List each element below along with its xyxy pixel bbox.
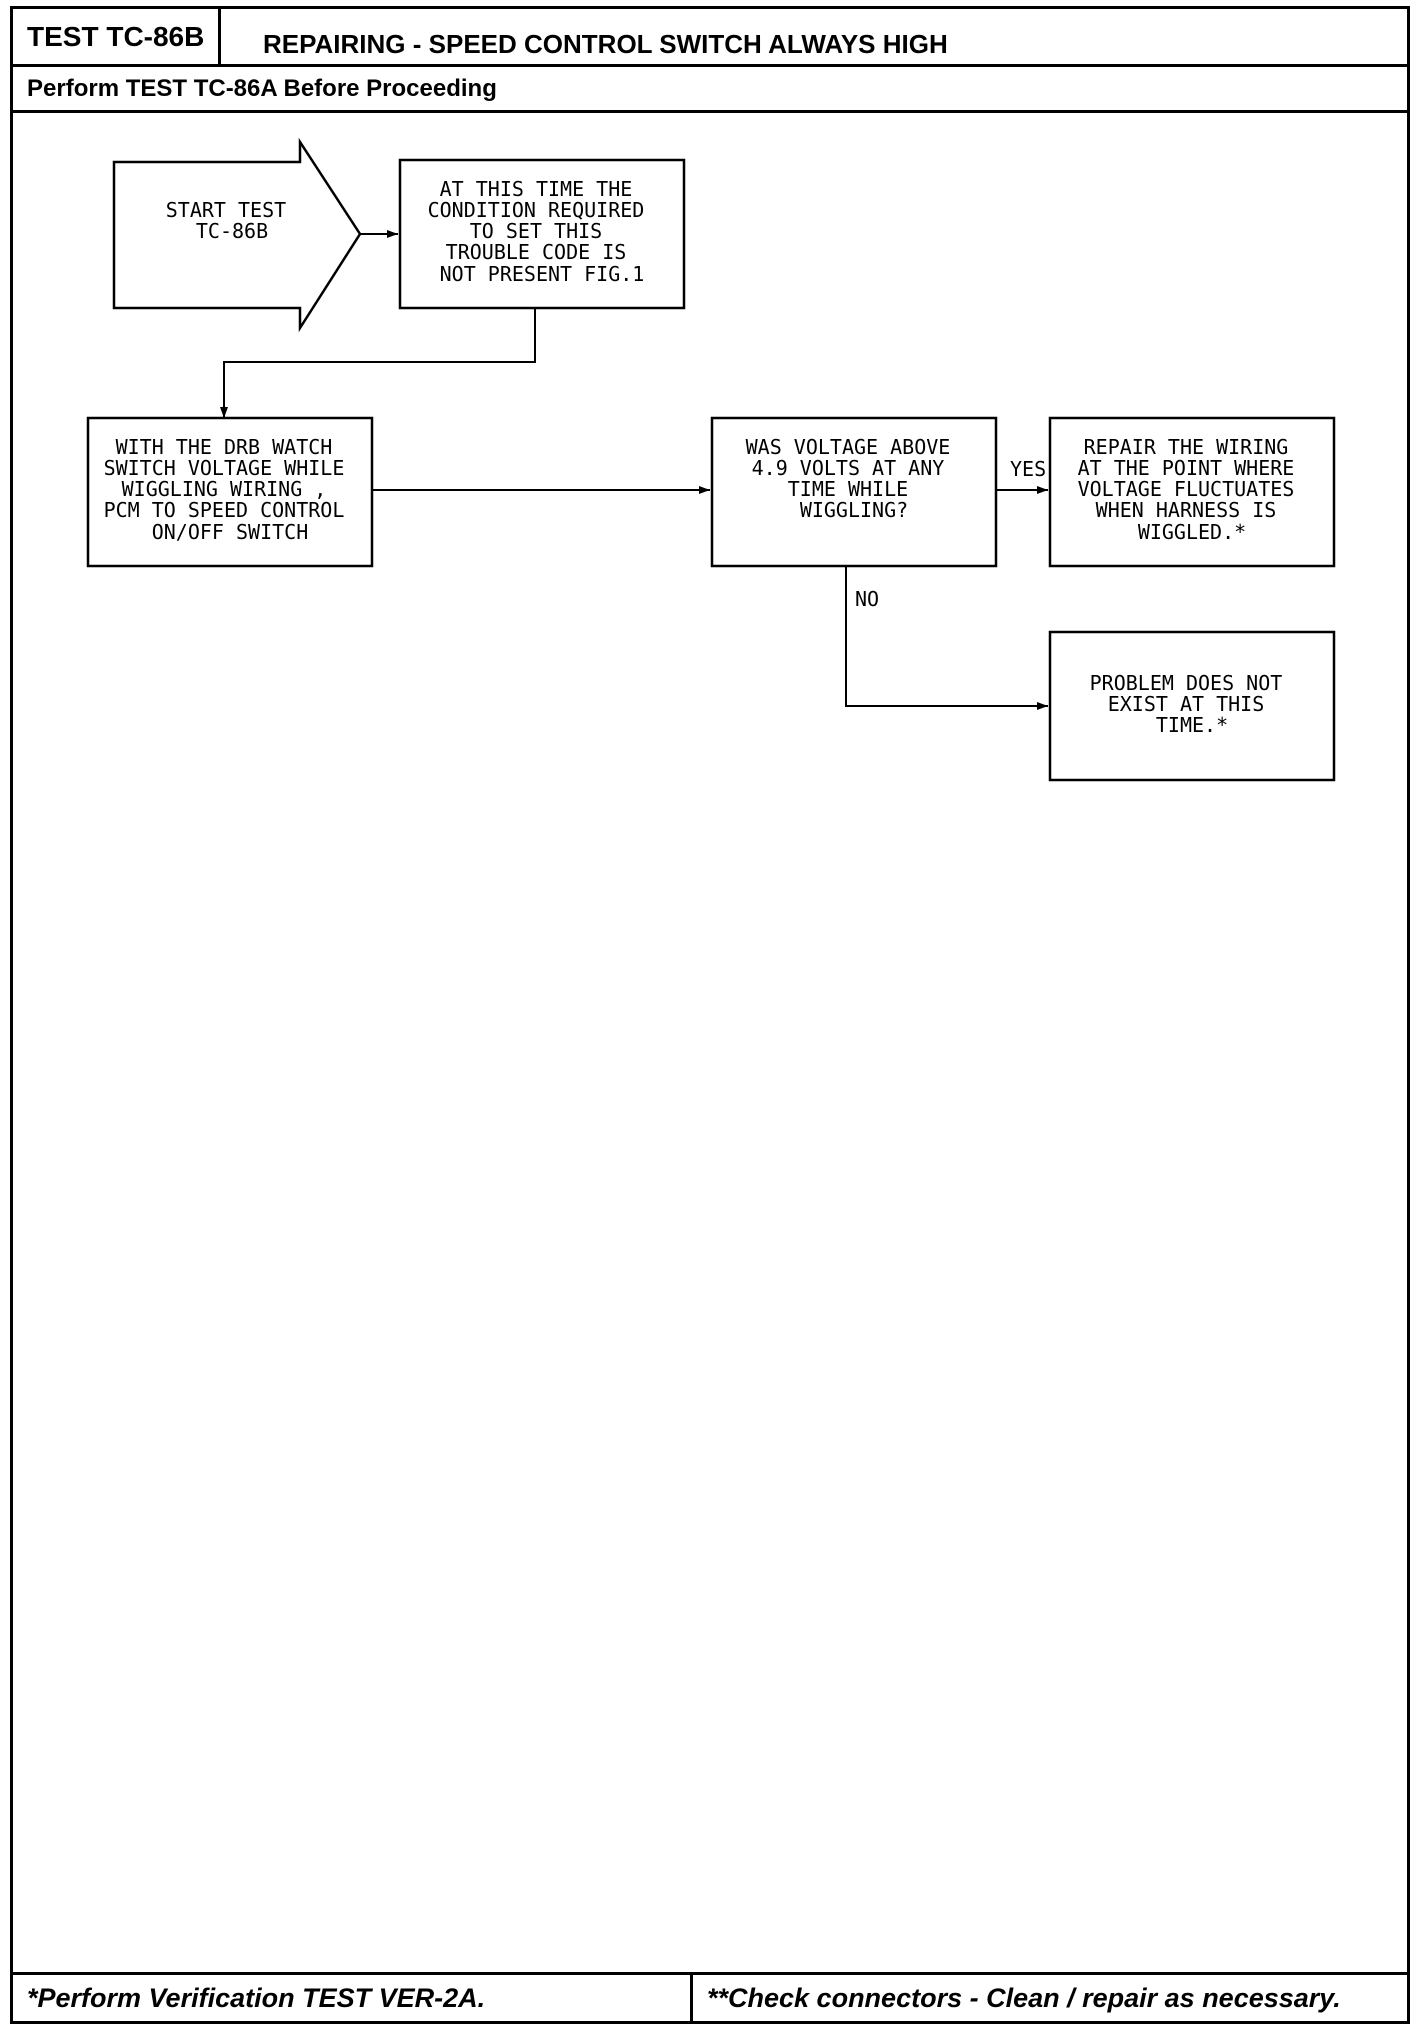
question-line: 4.9 VOLTS AT ANY — [752, 456, 945, 480]
condition-line: TO SET THIS — [470, 219, 602, 243]
watch-text: WITH THE DRB WATCH SWITCH VOLTAGE WHILE … — [104, 435, 357, 544]
condition-line: TROUBLE CODE IS — [446, 240, 627, 264]
page-subtitle: Perform TEST TC-86A Before Proceeding — [13, 67, 1407, 113]
no-problem-line: TIME.* — [1156, 713, 1228, 737]
footer: *Perform Verification TEST VER-2A. **Che… — [13, 1972, 1407, 2021]
repair-line: AT THE POINT WHERE — [1078, 456, 1295, 480]
yes-label: YES — [1010, 457, 1046, 481]
footer-verification-note: *Perform Verification TEST VER-2A. — [13, 1975, 693, 2021]
connector-no — [845, 566, 1048, 710]
start-line: START TEST — [166, 198, 286, 222]
watch-line: PCM TO SPEED CONTROL — [104, 498, 345, 522]
repair-line: VOLTAGE FLUCTUATES — [1078, 477, 1295, 501]
no-label: NO — [855, 587, 879, 611]
start-arrow-shape — [112, 137, 362, 333]
watch-line: WITH THE DRB WATCH — [116, 435, 333, 459]
page-title: REPAIRING - SPEED CONTROL SWITCH ALWAYS … — [263, 29, 948, 59]
condition-line: CONDITION REQUIRED — [428, 198, 645, 222]
condition-text: AT THIS TIME THE CONDITION REQUIRED TO S… — [428, 177, 657, 286]
question-text: WAS VOLTAGE ABOVE 4.9 VOLTS AT ANY TIME … — [746, 435, 963, 522]
no-problem-box — [1048, 630, 1336, 782]
no-problem-line: EXIST AT THIS — [1108, 692, 1265, 716]
procedure-page: TEST TC-86B REPAIRING - SPEED CONTROL SW… — [10, 6, 1410, 2024]
repair-line: WHEN HARNESS IS — [1096, 498, 1277, 522]
start-text: START TEST TC-86B — [166, 198, 298, 243]
start-line: TC-86B — [196, 219, 268, 243]
no-problem-line: PROBLEM DOES NOT — [1090, 671, 1283, 695]
test-id: TEST TC-86B — [13, 9, 222, 64]
condition-line: AT THIS TIME THE — [440, 177, 633, 201]
no-problem-text: PROBLEM DOES NOT EXIST AT THIS TIME.* — [1090, 671, 1295, 737]
watch-line: SWITCH VOLTAGE WHILE — [104, 456, 345, 480]
question-line: TIME WHILE — [788, 477, 908, 501]
watch-box — [86, 416, 374, 568]
question-box — [710, 416, 998, 568]
repair-box — [1048, 416, 1336, 568]
condition-line: NOT PRESENT FIG.1 — [440, 262, 645, 286]
connector-condition-watch — [220, 308, 536, 418]
footer-connector-note: **Check connectors - Clean / repair as n… — [707, 1983, 1341, 2013]
question-line: WAS VOLTAGE ABOVE — [746, 435, 951, 459]
watch-line: ON/OFF SWITCH — [152, 520, 309, 544]
condition-box — [398, 158, 686, 310]
repair-line: WIGGLED.* — [1138, 520, 1246, 544]
repair-text: REPAIR THE WIRING AT THE POINT WHERE VOL… — [1078, 435, 1307, 544]
question-line: WIGGLING? — [800, 498, 908, 522]
header-row: TEST TC-86B REPAIRING - SPEED CONTROL SW… — [13, 9, 1407, 67]
watch-line: WIGGLING WIRING , — [122, 477, 327, 501]
repair-line: REPAIR THE WIRING — [1084, 435, 1289, 459]
